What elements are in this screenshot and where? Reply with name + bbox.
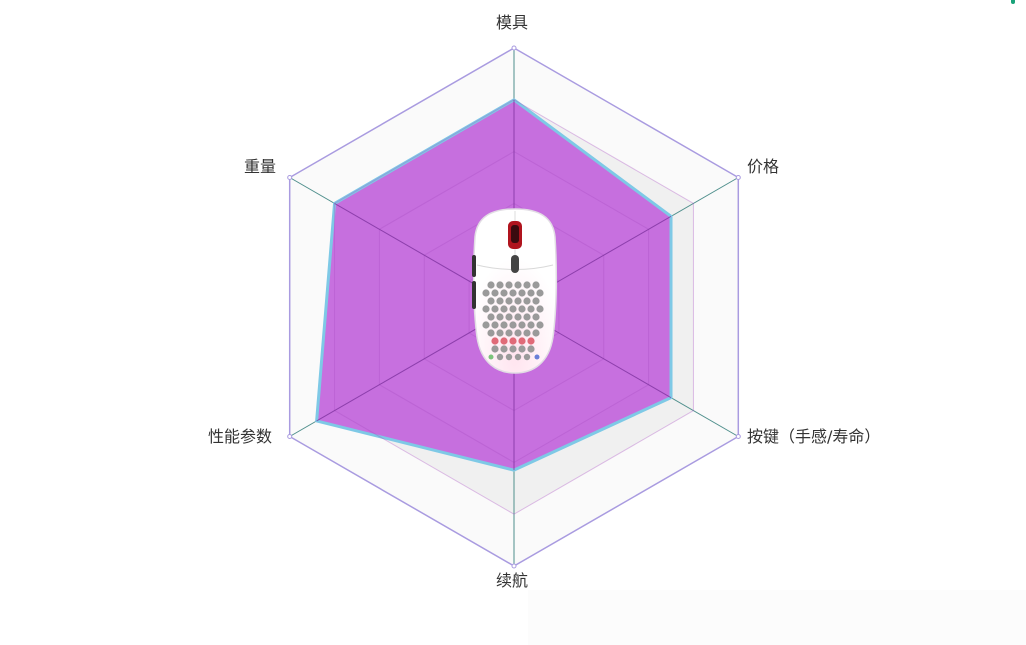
outer-vertex-dot-5	[287, 175, 293, 180]
outer-vertex-dot-3	[511, 563, 517, 569]
axis-label-battery: 续航	[496, 571, 529, 590]
axis-label-buttons: 按键（手感/寿命）	[747, 427, 881, 446]
corner-mark	[1011, 0, 1015, 4]
axis-label-weight: 重量	[244, 157, 277, 176]
outer-vertex-dot-4	[287, 434, 293, 439]
mouse-product-image	[472, 208, 558, 374]
axis-label-performance: 性能参数	[208, 427, 273, 446]
outer-vertex-dot-0	[511, 45, 517, 51]
background-shade	[528, 590, 1026, 645]
outer-vertex-dot-2	[735, 434, 741, 439]
outer-vertex-dot-1	[735, 175, 741, 180]
axis-label-mold: 模具	[496, 13, 529, 32]
axis-label-price: 价格	[747, 157, 780, 176]
